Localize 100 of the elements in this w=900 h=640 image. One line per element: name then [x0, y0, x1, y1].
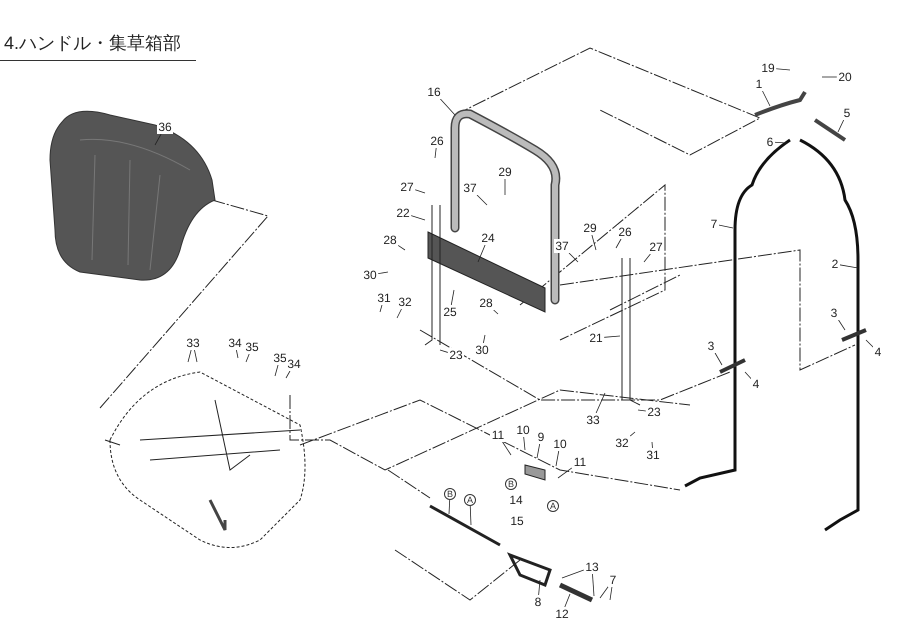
leader-line: [744, 372, 752, 380]
callout-number: 34: [286, 357, 302, 371]
leader-line: [644, 254, 651, 262]
callout-number: 23: [448, 348, 464, 362]
leader-line: [762, 90, 770, 106]
callout-number: 26: [428, 134, 446, 148]
circled-letter: B: [505, 478, 517, 490]
leader-line: [556, 450, 560, 466]
leader-line: [538, 580, 540, 596]
callout-number: 37: [462, 181, 478, 195]
callout-number: 15: [508, 514, 526, 528]
callout-number: 31: [644, 448, 662, 462]
callout-number: 13: [584, 560, 600, 574]
leader-line: [838, 320, 846, 330]
leader-line: [839, 264, 858, 268]
callout-number: 23: [646, 405, 662, 419]
leader-line: [434, 148, 437, 158]
page-title: 4.ハンドル・集草箱部: [4, 32, 182, 54]
callout-number: 22: [394, 206, 412, 220]
leader-line: [776, 68, 790, 70]
leader-line: [564, 594, 570, 608]
leader-line: [478, 244, 486, 262]
leader-line: [410, 215, 426, 220]
leader-line: [476, 194, 488, 206]
callout-number: 4: [751, 377, 761, 391]
callout-number: 35: [272, 351, 288, 365]
callout-number: 30: [362, 268, 378, 282]
circled-letter: A: [547, 500, 559, 512]
leader-line: [236, 350, 238, 358]
leader-line: [440, 98, 456, 116]
leader-line: [838, 120, 844, 132]
callout-number: 27: [648, 240, 664, 254]
circled-letter: A: [464, 494, 476, 506]
callout-number: 37: [554, 239, 570, 253]
leader-line: [440, 350, 448, 353]
leader-line: [286, 370, 290, 378]
callout-number: 9: [536, 430, 546, 444]
leader-line: [866, 340, 874, 348]
callout-number: 20: [836, 70, 854, 84]
callout-number: 25: [442, 305, 458, 319]
callout-number: 36: [156, 120, 174, 134]
callout-number: 27: [398, 180, 416, 194]
callout-number: 7: [608, 573, 618, 587]
leader-line: [523, 436, 526, 450]
callout-number: 30: [474, 343, 490, 357]
callout-number: 11: [572, 455, 588, 469]
leader-line: [154, 134, 162, 146]
callout-number: 3: [829, 306, 839, 320]
callout-number: 28: [478, 296, 494, 310]
callout-number: 35: [244, 340, 260, 354]
callout-number: 33: [184, 336, 202, 350]
leader-line: [652, 442, 653, 448]
leader-line: [616, 238, 622, 248]
callout-number: 31: [376, 291, 392, 305]
leader-line: [194, 350, 198, 362]
leader-line: [774, 142, 788, 144]
callout-number: 28: [382, 233, 398, 247]
callout-number: 14: [508, 493, 524, 507]
leader-line: [396, 308, 402, 318]
leader-line: [630, 432, 636, 436]
leader-line: [562, 570, 584, 578]
callout-number: 26: [616, 225, 634, 239]
leader-line: [604, 336, 620, 338]
callout-number: 10: [514, 423, 532, 437]
callout-number: 32: [614, 436, 630, 450]
leader-line: [502, 442, 512, 456]
leader-line: [414, 189, 426, 194]
callout-number: 33: [584, 413, 602, 427]
callout-number: 5: [842, 106, 852, 120]
leader-line: [378, 272, 388, 274]
leader-line: [558, 468, 572, 478]
leader-line: [470, 506, 472, 526]
leader-line: [592, 234, 596, 250]
callout-number: 7: [709, 217, 719, 231]
callout-number: 29: [496, 165, 514, 179]
leader-line: [610, 586, 612, 600]
callout-number: 8: [533, 595, 543, 609]
callout-number: 32: [396, 295, 414, 309]
leader-line: [188, 350, 192, 362]
callout-number: 1: [754, 77, 764, 91]
callout-number: 16: [426, 85, 442, 99]
callout-number: 19: [760, 61, 776, 75]
callout-number: 3: [706, 339, 716, 353]
leader-line: [596, 392, 606, 414]
leader-line: [483, 334, 486, 344]
leader-line: [380, 304, 382, 312]
leader-line: [568, 252, 578, 262]
leader-line: [398, 245, 406, 250]
callout-number: 10: [552, 437, 568, 451]
callout-number: 12: [554, 607, 570, 621]
leader-line: [274, 364, 278, 376]
leader-line: [448, 500, 450, 514]
callout-number: 6: [765, 135, 775, 149]
leader-line: [536, 444, 540, 458]
leader-line: [592, 574, 594, 596]
leader-line: [822, 76, 838, 78]
leader-line: [493, 310, 498, 314]
leader-line: [718, 224, 734, 228]
callout-number: 34: [226, 336, 244, 350]
callout-number: 29: [582, 221, 598, 235]
